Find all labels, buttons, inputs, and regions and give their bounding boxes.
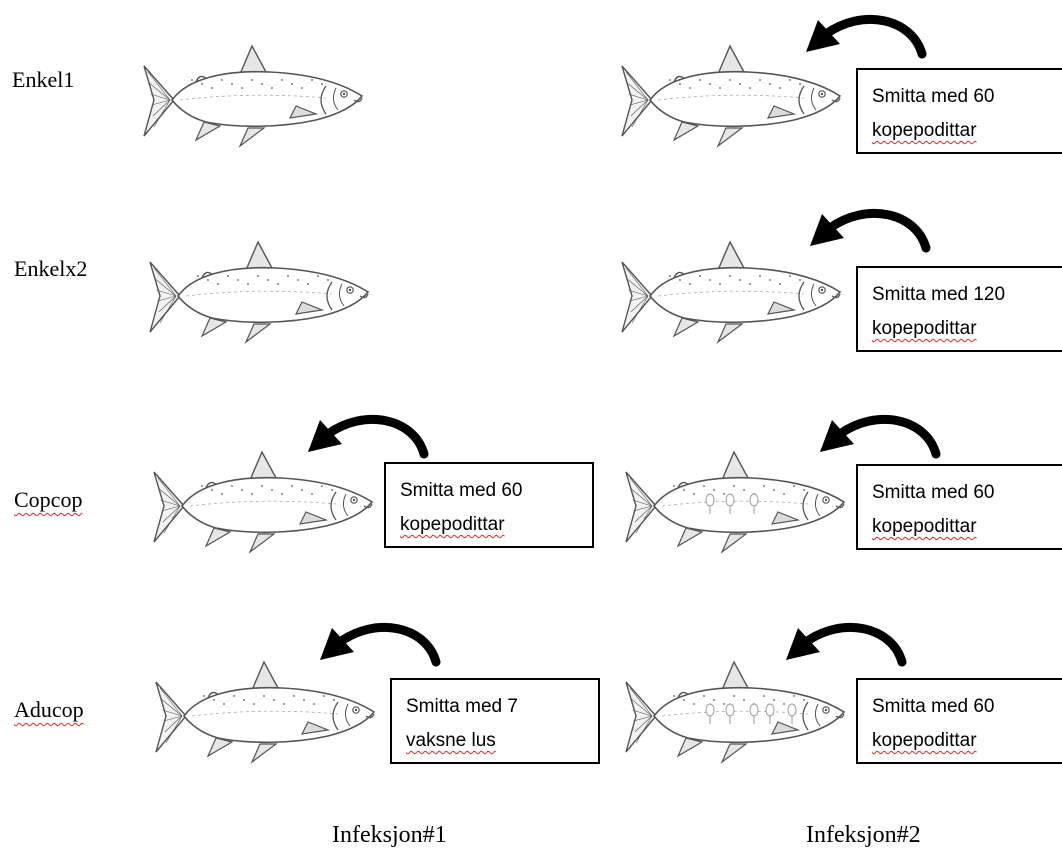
column-label-infection1: Infeksjon#1 bbox=[332, 822, 447, 848]
salmon-icon bbox=[149, 240, 370, 344]
curved-arrow-icon bbox=[786, 623, 907, 667]
note-aducop-infection2: Smitta med 60 kopepodittar bbox=[856, 678, 1062, 764]
salmon-icon bbox=[153, 450, 374, 554]
column-label-infection2: Infeksjon#2 bbox=[806, 822, 921, 848]
curved-arrow-icon bbox=[806, 15, 927, 59]
row-label-enkel1: Enkel1 bbox=[12, 67, 75, 92]
note-line1: Smitta med 60 bbox=[872, 482, 995, 503]
salmon-icon bbox=[155, 660, 376, 764]
note-line2: kopepodittar bbox=[872, 516, 977, 537]
note-line2: vaksne lus bbox=[406, 730, 496, 751]
note-line1: Smitta med 7 bbox=[406, 696, 518, 717]
note-aducop-infection1: Smitta med 7 vaksne lus bbox=[390, 678, 600, 764]
note-line2: kopepodittar bbox=[872, 120, 977, 141]
salmon-icon bbox=[143, 44, 364, 148]
salmon-icon bbox=[625, 660, 846, 764]
louse-icon bbox=[765, 703, 775, 724]
curved-arrow-icon bbox=[820, 415, 941, 459]
louse-icon bbox=[787, 703, 797, 724]
note-copcop-infection2: Smitta med 60 kopepodittar bbox=[856, 464, 1062, 550]
note-enkel1-infection2: Smitta med 60 kopepodittar bbox=[856, 68, 1062, 154]
salmon-icon bbox=[625, 450, 846, 554]
note-line2: kopepodittar bbox=[400, 514, 505, 535]
louse-icon bbox=[725, 703, 735, 724]
note-line2: kopepodittar bbox=[872, 318, 977, 339]
note-line2: kopepodittar bbox=[872, 730, 977, 751]
salmon-icon bbox=[621, 240, 842, 344]
louse-icon bbox=[705, 493, 715, 514]
note-line1: Smitta med 60 bbox=[872, 696, 995, 717]
note-line1: Smitta med 120 bbox=[872, 284, 1006, 305]
curved-arrow-icon bbox=[810, 209, 931, 253]
louse-icon bbox=[725, 493, 735, 514]
curved-arrow-icon bbox=[308, 415, 429, 459]
note-line1: Smitta med 60 bbox=[400, 480, 523, 501]
row-label-aducop: Aducop bbox=[14, 697, 84, 722]
note-line1: Smitta med 60 bbox=[872, 86, 995, 107]
row-label-copcop: Copcop bbox=[14, 487, 83, 512]
louse-icon bbox=[749, 493, 759, 514]
note-copcop-infection1: Smitta med 60 kopepodittar bbox=[384, 462, 594, 548]
row-label-enkelx2: Enkelx2 bbox=[14, 256, 88, 281]
note-enkelx2-infection2: Smitta med 120 kopepodittar bbox=[856, 266, 1062, 352]
louse-icon bbox=[749, 703, 759, 724]
salmon-icon bbox=[621, 44, 842, 148]
curved-arrow-icon bbox=[320, 623, 441, 667]
louse-icon bbox=[705, 703, 715, 724]
